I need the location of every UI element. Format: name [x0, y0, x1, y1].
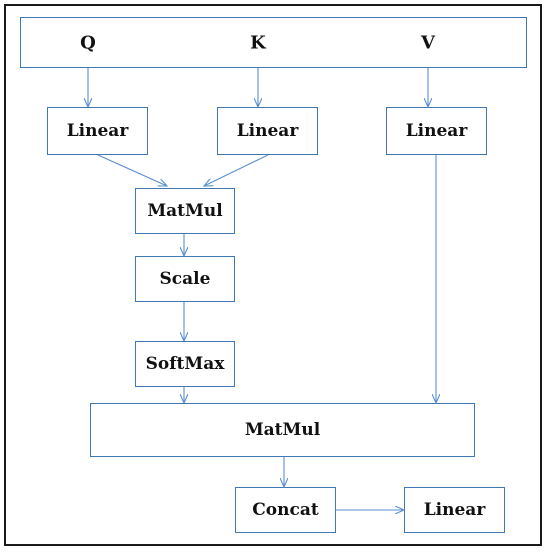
softmax-box: SoftMax [135, 341, 235, 387]
arrow-linear-q-to-matmul [97, 154, 167, 186]
outer-frame [4, 4, 542, 546]
matmul-box-1: MatMul [135, 188, 235, 234]
concat-box: Concat [235, 487, 336, 533]
arrow-linear-k-to-matmul [204, 154, 269, 186]
linear-q-box: Linear [47, 107, 148, 155]
k-label: K [250, 32, 266, 54]
v-label: V [421, 32, 435, 54]
linear-v-box: Linear [386, 107, 487, 155]
linear-out-box: Linear [404, 487, 505, 533]
matmul-box-2: MatMul [90, 403, 475, 457]
q-label: Q [80, 32, 96, 54]
qkv-input-bar [20, 17, 527, 68]
linear-k-box: Linear [217, 107, 318, 155]
